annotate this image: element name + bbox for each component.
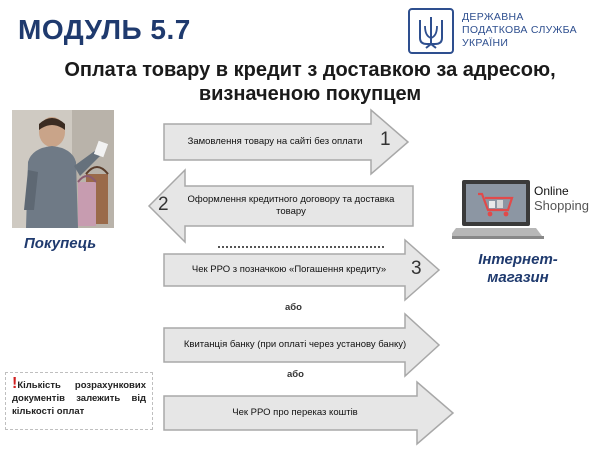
tax-service-logo: ДЕРЖАВНА ПОДАТКОВА СЛУЖБА УКРАЇНИ [408,8,588,54]
or-label-1: або [285,302,302,313]
buyer-photo [12,110,114,228]
flow-arrow-step3-text: Чек РРО з позначкою «Погашення кредиту» [191,264,387,275]
subtitle-line2: визначеною покупцем [198,83,422,105]
or-label-2: або [287,369,304,380]
subtitle-line1: Оплата товару в кредит з доставкою за ад… [64,59,556,81]
shop-label-line2: магазин [487,269,549,286]
flow-arrow-step3-number: 3 [411,258,422,279]
slide-subtitle: Оплата товару в кредит з доставкою за ад… [40,58,580,106]
online-text: Online [534,184,569,198]
flow-arrow-step2-number: 2 [158,194,169,215]
flow-arrow-step2: 2 Оформлення кредитного договору та дост… [147,168,415,244]
flow-arrow-step2-text: Оформлення кредитного договору та достав… [187,194,395,217]
flow-arrow-step1: Замовлення товару на сайті без оплати 1 [163,108,410,176]
shop-label-line1: Інтернет- [478,251,558,268]
tax-service-name-line3: УКРАЇНИ [462,37,509,49]
module-title: МОДУЛЬ 5.7 [18,14,191,45]
online-shop-illustration [450,176,592,244]
flow-arrow-alt1: Квитанція банку (при оплаті через устано… [163,312,441,378]
flow-arrow-step3: Чек РРО з позначкою «Погашення кредиту» … [163,238,441,302]
flow-arrow-step1-number: 1 [380,129,391,150]
shop-label: Інтернет- магазин [468,251,568,287]
flow-arrow-alt2-text: Чек РРО про переказ коштів [232,407,358,418]
exclamation-icon: ! [12,375,18,392]
note-text: !Кількість розрахункових документів зале… [12,375,146,418]
note-body: Кількість розрахункових документів залеж… [12,380,146,417]
shopping-text: Shopping [534,198,589,213]
note-box: !Кількість розрахункових документів зале… [5,372,153,430]
dotted-separator [218,246,384,248]
trident-emblem-icon [408,8,454,54]
flow-arrow-alt1-text: Квитанція банку (при оплаті через устано… [183,339,407,350]
flow-arrow-alt2: Чек РРО про переказ коштів [163,380,455,446]
tax-service-name-line2: ПОДАТКОВА СЛУЖБА [462,24,577,36]
tax-service-name: ДЕРЖАВНА ПОДАТКОВА СЛУЖБА УКРАЇНИ [462,11,577,50]
buyer-label: Покупець [24,235,97,252]
flow-arrow-step1-text: Замовлення товару на сайті без оплати [187,136,363,147]
tax-service-name-line1: ДЕРЖАВНА [462,11,524,23]
